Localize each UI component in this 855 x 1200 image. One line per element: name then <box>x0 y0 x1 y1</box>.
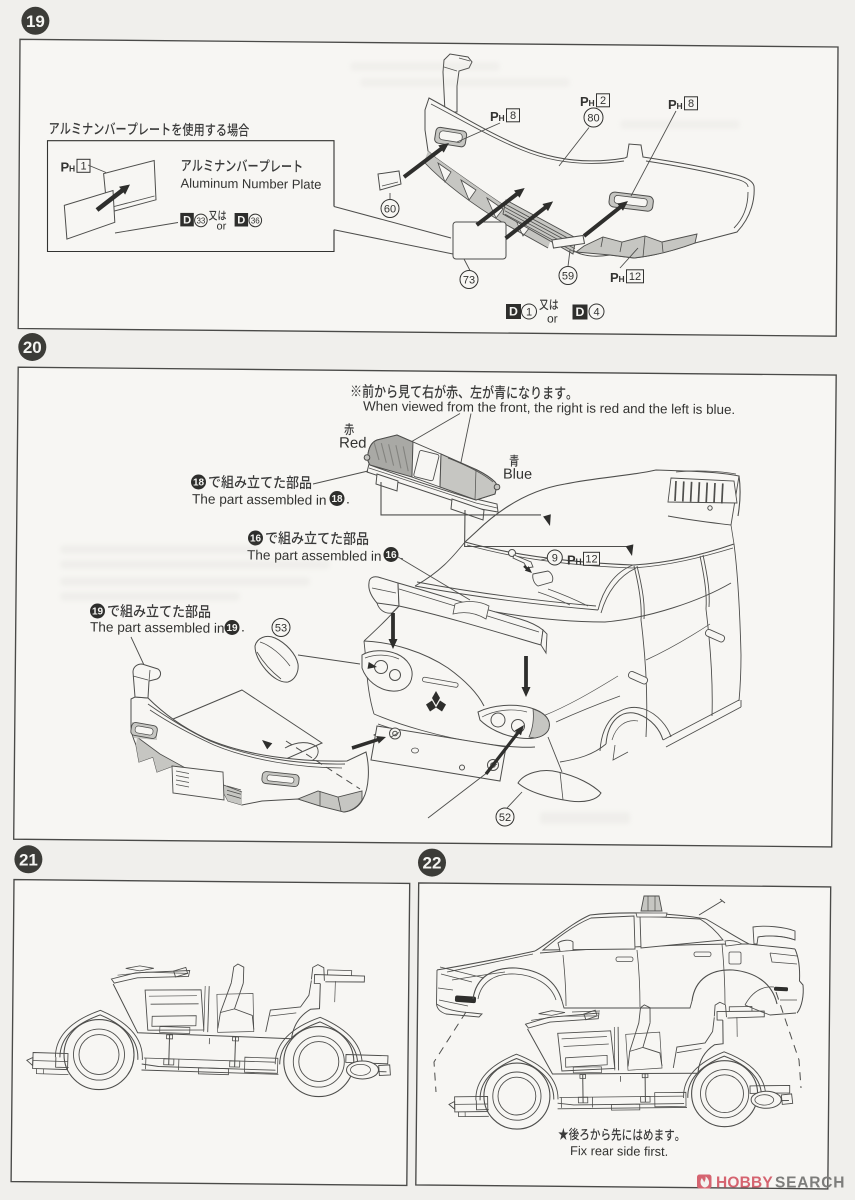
svg-text:HOBBY: HOBBY <box>716 1175 773 1192</box>
svg-text:H: H <box>677 101 683 111</box>
svg-text:The part assembled in: The part assembled in <box>192 492 327 508</box>
svg-text:.: . <box>400 547 404 563</box>
svg-text:P: P <box>490 109 499 124</box>
svg-text:.: . <box>346 491 350 507</box>
svg-text:18: 18 <box>193 478 205 489</box>
svg-text:80: 80 <box>587 113 599 125</box>
svg-text:.: . <box>241 619 245 635</box>
svg-text:H: H <box>69 164 75 174</box>
svg-text:D: D <box>509 305 518 319</box>
svg-text:53: 53 <box>275 623 287 635</box>
svg-text:2: 2 <box>600 95 606 107</box>
svg-text:P: P <box>668 97 677 112</box>
svg-text:P: P <box>61 160 70 175</box>
svg-text:When viewed from the front, th: When viewed from the front, the right is… <box>363 399 735 418</box>
svg-text:22: 22 <box>423 854 442 873</box>
svg-text:SEARCH: SEARCH <box>775 1175 845 1192</box>
svg-text:19: 19 <box>92 607 104 618</box>
svg-text:Fix rear side first.: Fix rear side first. <box>570 1143 668 1159</box>
svg-text:19: 19 <box>26 12 45 31</box>
svg-text:P: P <box>580 94 589 109</box>
svg-text:20: 20 <box>23 338 42 357</box>
svg-text:60: 60 <box>384 204 396 216</box>
svg-text:H: H <box>619 274 625 284</box>
svg-text:P: P <box>610 270 619 285</box>
svg-text:1: 1 <box>80 161 86 173</box>
svg-text:8: 8 <box>688 98 694 110</box>
svg-text:59: 59 <box>562 271 574 283</box>
svg-text:or: or <box>216 221 226 233</box>
svg-text:P: P <box>567 553 576 568</box>
svg-text:12: 12 <box>629 271 641 283</box>
svg-text:52: 52 <box>499 812 511 824</box>
svg-text:H: H <box>576 557 582 567</box>
svg-text:19: 19 <box>226 623 238 634</box>
svg-text:H: H <box>499 113 505 123</box>
svg-text:D: D <box>183 214 191 226</box>
svg-text:33: 33 <box>196 216 205 225</box>
svg-text:16: 16 <box>385 550 397 561</box>
svg-text:Aluminum Number Plate: Aluminum Number Plate <box>180 176 321 192</box>
svg-text:The part assembled in: The part assembled in <box>247 548 382 564</box>
svg-text:36: 36 <box>251 216 260 225</box>
svg-text:16: 16 <box>250 534 262 545</box>
svg-text:or: or <box>547 312 558 326</box>
svg-text:73: 73 <box>463 275 475 287</box>
svg-text:9: 9 <box>552 553 558 565</box>
svg-text:18: 18 <box>331 494 343 505</box>
svg-text:D: D <box>576 305 585 319</box>
svg-text:4: 4 <box>593 307 599 319</box>
svg-text:H: H <box>589 98 595 108</box>
svg-text:8: 8 <box>510 110 516 122</box>
svg-text:Red: Red <box>339 435 367 452</box>
svg-text:The part assembled in: The part assembled in <box>90 620 225 636</box>
svg-text:Blue: Blue <box>503 467 532 483</box>
svg-text:1: 1 <box>526 307 532 319</box>
svg-text:12: 12 <box>585 554 597 566</box>
svg-text:21: 21 <box>19 850 38 869</box>
svg-text:D: D <box>237 215 245 227</box>
